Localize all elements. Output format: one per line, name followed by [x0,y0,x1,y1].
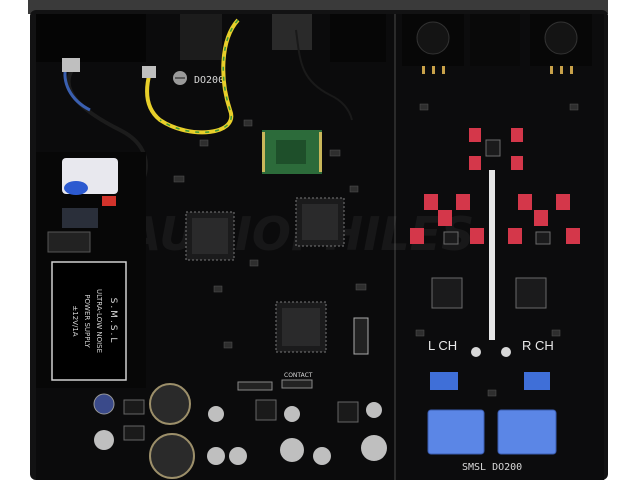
red-film-capacitors [410,128,580,244]
regulators [123,399,359,441]
fuse-holder [62,208,98,228]
channel-divider-bar [489,170,495,340]
power-module-line1: ULTRA-LOW NOISE [95,289,103,353]
power-terminal-blue-cap [64,181,88,195]
coax-connector [272,14,312,50]
usb-connector [180,14,222,60]
black-signal-wire [295,29,353,121]
power-module-brand: S.M.S.L [108,298,118,345]
opamp-chips [431,139,551,309]
power-module-label [51,261,127,381]
connector-pins [422,66,573,74]
blue-trim-pots [430,372,550,390]
model-label-bottom: SMSL DO200 [462,462,522,473]
contact-header [281,379,313,389]
optical-connector [330,14,386,62]
dsp-chip [295,197,345,247]
dac-chip [275,301,327,353]
power-module-line2: POWER SUPPLY [83,294,91,348]
wire-terminal [62,58,80,72]
xlr-left-face [416,21,450,55]
smd-components [173,103,579,397]
header-connector [237,381,273,391]
left-channel-label: L CH [428,338,457,353]
large-capacitors [93,383,387,479]
power-inlet-connector [36,14,146,62]
xlr-right-face [544,21,578,55]
model-label-top: DO200 [194,75,224,86]
contact-label: CONTACT [284,372,313,379]
output-pcb [396,14,604,480]
usb-controller-chip [185,211,235,261]
ribbon-connector [353,317,369,355]
right-channel-label: R CH [522,338,554,353]
power-module-line3: ±12V/1A [71,305,79,336]
fuse-red-part [102,196,116,206]
blue-output-capacitors [427,409,557,455]
wire-terminal [142,66,156,78]
relay [47,231,91,253]
rca-connector [470,14,520,66]
